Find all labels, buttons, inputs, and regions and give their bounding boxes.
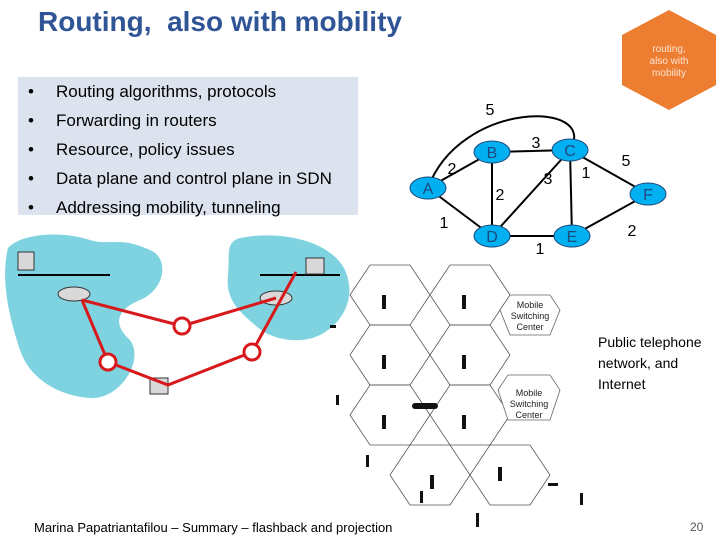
weight-ef: 2 — [628, 223, 637, 240]
path-hop-node — [242, 342, 262, 362]
base-station-icon — [462, 295, 466, 309]
badge-line-1: routing, — [652, 44, 685, 55]
base-station-icon — [498, 467, 502, 481]
msc-top-hex — [499, 294, 561, 336]
bullet-item: •Routing algorithms, protocols — [28, 82, 277, 101]
pstn-line-3: Internet — [598, 376, 646, 392]
routing-path — [80, 271, 298, 387]
weight-bc: 3 — [532, 135, 541, 152]
weight-ab: 2 — [448, 161, 457, 178]
node-label-e: E — [567, 229, 578, 246]
bullet-item: •Addressing mobility, tunneling — [28, 198, 281, 217]
mobile-phone-icon — [366, 455, 369, 467]
cell-hex — [429, 324, 511, 386]
cell-hex — [349, 264, 431, 326]
msc-bottom-line-2: Switching — [510, 399, 549, 409]
slide-title: Routing, also with mobility — [38, 6, 402, 37]
bullet-text: Forwarding in routers — [56, 111, 217, 130]
network-diagram — [5, 234, 350, 399]
mobile-phone-icon — [420, 491, 423, 503]
routing-path-branch — [81, 298, 183, 328]
node-label-c: C — [564, 143, 576, 160]
mobile-phone-icon — [336, 395, 339, 405]
path-hop-node — [98, 352, 118, 372]
edge-ce — [569, 149, 573, 237]
router-left-icon — [57, 286, 91, 302]
msc-bottom-hex — [497, 374, 561, 421]
cellular-network: Mobile Switching Center Mobile Switching… — [330, 264, 583, 527]
msc-top-line-1: Mobile — [517, 300, 544, 310]
bullet-text: Resource, policy issues — [56, 140, 235, 159]
node-b — [473, 140, 511, 164]
routing-path-branch-2 — [181, 296, 277, 328]
node-label-d: D — [486, 229, 498, 246]
mobile-phone-icon — [476, 513, 479, 527]
node-label-a: A — [423, 181, 434, 198]
cell-hex — [469, 444, 551, 506]
edge-ac — [427, 115, 576, 189]
node-label-f: F — [643, 187, 653, 204]
bullet-text: Addressing mobility, tunneling — [56, 198, 281, 217]
edge-cd — [491, 149, 571, 237]
cell-hex — [349, 384, 431, 446]
pstn-line-1: Public telephone — [598, 334, 702, 350]
page-number: 20 — [690, 520, 704, 534]
msc-bottom-line-1: Mobile — [516, 388, 543, 398]
mobile-phone-icon — [548, 483, 558, 486]
base-station-icon — [462, 355, 466, 369]
bullet-item: •Data plane and control plane in SDN — [28, 169, 332, 188]
base-station-icon — [462, 415, 466, 429]
car-icon — [412, 403, 438, 409]
weight-ce: 1 — [582, 165, 591, 182]
weight-de: 1 — [536, 241, 545, 258]
base-station-icon — [382, 415, 386, 429]
node-d — [473, 224, 511, 248]
footer-text: Marina Papatriantafilou – Summary – flas… — [34, 520, 393, 535]
bullet-item: •Forwarding in routers — [28, 111, 217, 130]
pstn-line-2: network, and — [598, 355, 679, 371]
msc-top-line-2: Switching — [511, 311, 550, 321]
base-station-icon — [382, 295, 386, 309]
node-f — [629, 182, 667, 206]
weight-ac: 5 — [486, 102, 495, 119]
cell-hex — [429, 384, 511, 446]
node-a — [409, 176, 447, 200]
bullet-item: •Resource, policy issues — [28, 140, 235, 159]
msc-top-line-3: Center — [516, 322, 543, 332]
msc-bottom-line-3: Center — [515, 410, 542, 420]
badge-line-2: also with — [650, 56, 689, 67]
weight-cd: 3 — [544, 171, 553, 188]
bullet-text: Routing algorithms, protocols — [56, 82, 277, 101]
base-station-icon — [382, 355, 386, 369]
laptop-host-icon — [305, 257, 325, 275]
pstn-label: Public telephone network, and Internet — [598, 332, 720, 395]
node-e — [553, 224, 591, 248]
badge-line-3: mobility — [652, 68, 686, 79]
mobile-phone-icon — [330, 325, 336, 328]
base-station-icon — [430, 475, 434, 489]
weight-ad: 1 — [440, 215, 449, 232]
bullet-text: Data plane and control plane in SDN — [56, 169, 332, 188]
cell-hex — [429, 264, 511, 326]
phone-host-icon — [17, 251, 35, 271]
node-c — [551, 138, 589, 162]
routing-graph: A B C D E F 5 2 1 3 2 3 1 5 1 2 — [409, 102, 667, 258]
node-label-b: B — [487, 145, 498, 162]
routing-badge: routing, also with mobility — [622, 10, 716, 110]
weight-bd: 2 — [496, 187, 505, 204]
badge-hexagon — [622, 10, 716, 110]
mobile-phone-icon — [580, 493, 583, 505]
bullet-panel: •Routing algorithms, protocols •Forwardi… — [18, 77, 358, 217]
path-hop-node — [172, 316, 192, 336]
weight-cf: 5 — [622, 153, 631, 170]
cell-hex — [349, 324, 431, 386]
